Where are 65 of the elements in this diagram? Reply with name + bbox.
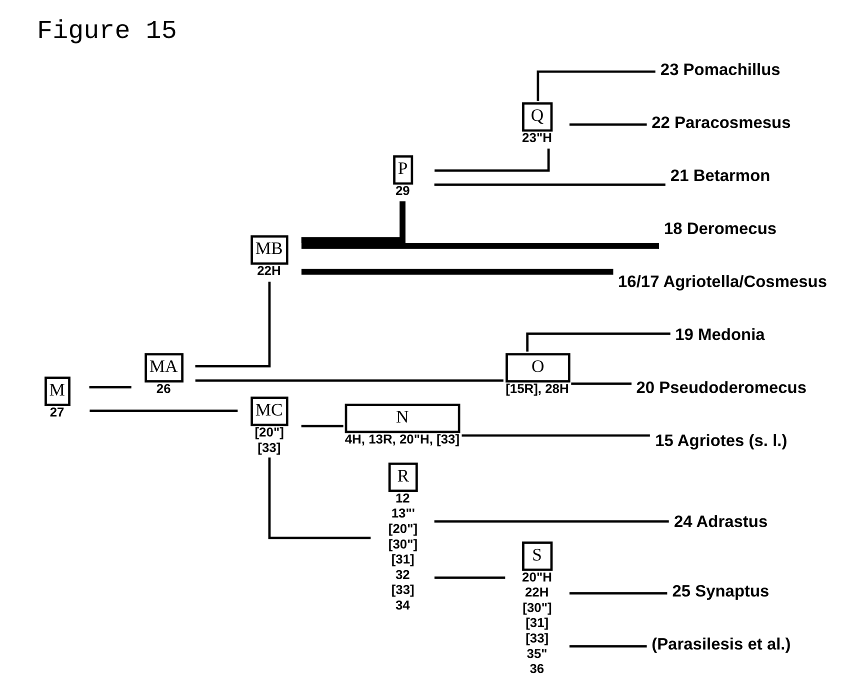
- node-text: 25 Synaptus: [672, 582, 770, 600]
- connector: [195, 379, 504, 382]
- connector: [434, 576, 506, 579]
- diagram-title: Figure 15: [37, 16, 177, 46]
- node-label: [33]: [391, 582, 414, 598]
- connector: [301, 268, 614, 275]
- connector: [89, 386, 132, 388]
- node-label: [33]: [526, 630, 549, 646]
- connector: [301, 242, 660, 249]
- node-text: (Parasilesis et al.): [652, 635, 791, 654]
- node-label: [20"]: [388, 521, 418, 536]
- node-text: 16/17 Agriotella/Cosmesus: [618, 272, 828, 291]
- node-label: 36: [530, 661, 544, 676]
- connector: [536, 70, 656, 101]
- connector: [569, 645, 647, 648]
- node-label: [31]: [526, 615, 549, 630]
- node-box: M: [44, 376, 70, 406]
- node-box: MC: [250, 396, 288, 426]
- node-label: [31]: [391, 552, 414, 567]
- connector: [462, 434, 650, 437]
- node-text: 22 Paracosmesus: [652, 114, 791, 132]
- node-label: [30"]: [522, 600, 552, 615]
- node-box: Q: [522, 102, 553, 132]
- node-label: 22H: [257, 263, 281, 278]
- node-label: 23"H: [522, 130, 552, 146]
- connector: [434, 520, 669, 523]
- node-text: 21 Betarmon: [670, 166, 770, 185]
- node-text: 15 Agriotes (s. l.): [655, 432, 788, 450]
- node-box: MA: [144, 353, 184, 382]
- node-label: 35": [526, 646, 548, 661]
- node-label: 26: [156, 380, 171, 396]
- node-box: P: [393, 155, 414, 185]
- connector: [301, 424, 344, 428]
- node-box: MB: [250, 235, 288, 265]
- node-label: 29: [395, 183, 410, 198]
- connector: [301, 201, 406, 243]
- node-text: 20 Pseudoderomecus: [636, 378, 807, 397]
- node-box: S: [522, 541, 553, 571]
- node-box: O: [506, 353, 570, 382]
- connector: [569, 123, 647, 126]
- node-label: 32: [395, 566, 410, 582]
- node-label: 4H, 13R, 20"H, [33]: [344, 432, 460, 447]
- node-label: [30"]: [388, 536, 418, 552]
- node-label: 22H: [525, 584, 549, 600]
- node-label: 20"H: [522, 569, 552, 584]
- node-label: [33]: [258, 440, 281, 455]
- connector: [569, 592, 668, 594]
- connector: [571, 382, 632, 385]
- connector: [195, 282, 271, 368]
- node-label: [20"]: [254, 424, 284, 440]
- node-label: 12: [395, 490, 410, 506]
- connector: [434, 184, 666, 186]
- node-label: [15R], 28H: [506, 380, 569, 396]
- node-text: 18 Deromecus: [664, 220, 777, 238]
- connector: [434, 148, 550, 172]
- node-text: 23 Pomachillus: [660, 60, 780, 79]
- node-label: 27: [50, 404, 64, 420]
- node-text: 19 Medonia: [675, 326, 765, 344]
- node-box: R: [388, 462, 418, 492]
- node-label: 13"': [391, 506, 415, 521]
- node-text: 24 Adrastus: [674, 512, 768, 531]
- node-label: 34: [395, 598, 410, 613]
- node-box: N: [344, 404, 460, 434]
- connector: [90, 410, 238, 412]
- connector: [268, 458, 371, 540]
